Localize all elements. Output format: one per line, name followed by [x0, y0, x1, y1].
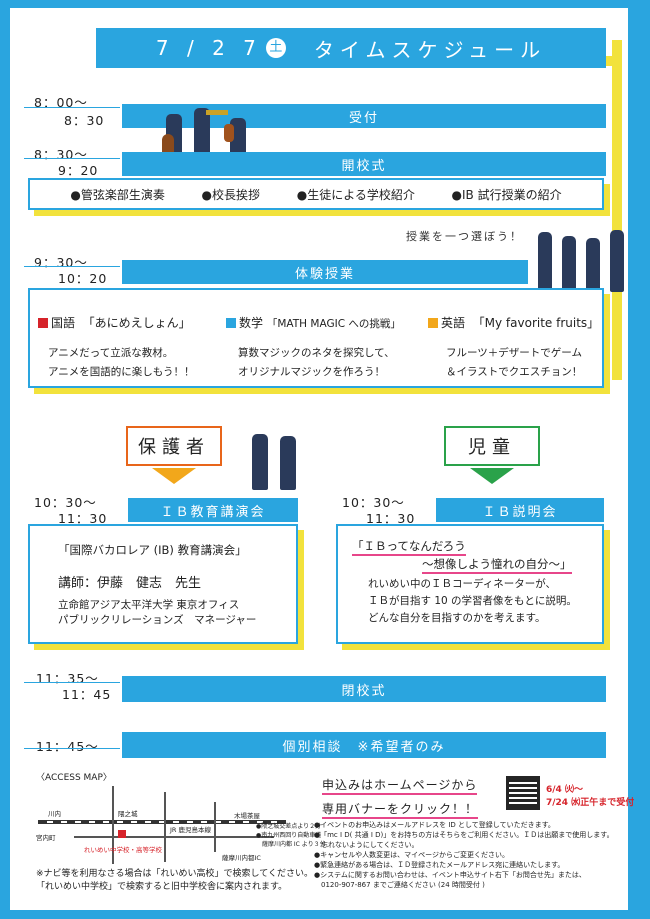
apply-line-2: 専用バナーをクリック！！ — [322, 800, 479, 819]
time-end: 11：45 — [62, 687, 112, 702]
time-end: 8：30 — [64, 113, 105, 128]
time-end: 11：30 — [58, 511, 108, 526]
briefing-title-2: 〜想像しよう憧れの自分〜」 — [422, 556, 572, 574]
class-english: 英語 「My favorite fruits」 — [428, 314, 599, 331]
map-label: 隈之城 — [118, 810, 138, 818]
opening-program-box: ●管弦楽部生演奏 ●校長挨拶 ●生徒による学校紹介 ●IB 試行授業の紹介 — [28, 178, 604, 210]
page-title: タイムスケジュール — [313, 37, 547, 62]
yellow-accent-right — [612, 40, 622, 380]
program-item: ●生徒による学校紹介 — [296, 187, 415, 202]
speaker-affiliation: 立命館アジア太平洋大学 東京オフィスパブリックリレーションズ マネージャー — [58, 599, 257, 626]
map-label: 宮内町 — [36, 834, 56, 842]
time-rule — [24, 158, 120, 159]
time-end: 10：20 — [58, 271, 108, 286]
students-arrow — [470, 468, 514, 484]
time-rule — [24, 682, 120, 683]
map-label: 川内 — [48, 810, 61, 818]
class-desc: フルーツ＋デザートでゲーム＆イラストでクエスチョン！ — [446, 347, 583, 378]
time-end: 9：20 — [58, 163, 99, 178]
event-date: 7 / 2 7 — [155, 36, 262, 60]
lecture-title: 「国際バカロレア (IB) 教育講演会」 — [58, 543, 247, 557]
access-legend: ●隈之城交差点より２分●南九州西回り自動車道 薩摩川内都 IC より３分 — [256, 823, 326, 848]
school-marker — [118, 830, 126, 838]
program-item: ●IB 試行授業の紹介 — [451, 187, 562, 202]
access-map-title: 〈ACCESS MAP〉 — [36, 773, 112, 783]
briefing-title-1: 「ＩＢってなんだろう — [352, 538, 466, 556]
time-end: 11：30 — [366, 511, 416, 526]
title-bar: 7 / 2 7 土 タイムスケジュール — [96, 28, 606, 68]
pick-class-note: 授業を一つ選ぼう！ — [406, 230, 523, 243]
navigation-note: ※ナビ等を利用なさる場合は「れいめい高校」で検索してください。「れいめい中学校」… — [36, 869, 314, 892]
program-item: ●校長挨拶 — [201, 187, 261, 202]
parents-label: 保護者 — [126, 426, 222, 466]
time-start: 11：45〜 — [36, 739, 99, 754]
time-start: 10：30〜 — [34, 495, 97, 510]
map-label: 木場茶屋 — [234, 812, 260, 820]
apply-period-start: 6/4 ㈫〜 — [546, 785, 583, 795]
map-label: JR 鹿児島本線 — [170, 826, 211, 834]
opening-ceremony-bar: 開校式 — [122, 152, 606, 176]
students-label: 児童 — [444, 426, 540, 466]
apply-notes: ●イベントのお申込みはメールアドレスを ID として登録していただきます。 ●「… — [314, 821, 614, 889]
lecture-speaker: 講師：伊藤 健志 先生 — [58, 576, 202, 591]
time-start: 8：00〜 — [34, 95, 88, 110]
time-rule — [24, 107, 120, 108]
day-badge: 土 — [265, 38, 286, 58]
time-rule — [24, 748, 120, 749]
class-japanese: 国語 「あにめえしょん」 — [38, 314, 191, 331]
qr-code-icon[interactable] — [506, 776, 540, 810]
class-desc: 算数マジックのネタを探究して、オリジナルマジックを作ろう！ — [238, 347, 395, 378]
time-rule — [24, 266, 120, 267]
briefing-desc: れいめい中のＩＢコーディネーターが、ＩＢが目指す 10 の学習者像をもとに説明。… — [368, 578, 577, 624]
program-item: ●管弦楽部生演奏 — [70, 187, 165, 202]
ib-lecture-bar: ＩＢ教育講演会 — [128, 498, 298, 522]
class-desc: アニメだって立派な教材。アニメを国語的に楽しもう！！ — [48, 347, 195, 378]
access-map: 川内 隈之城 JR 鹿児島本線 木場茶屋 宮内町 薩摩川内都IC れいめい中学校… — [34, 782, 326, 868]
closing-ceremony-bar: 閉校式 — [122, 676, 606, 702]
ib-briefing-bar: ＩＢ説明会 — [436, 498, 604, 522]
consultation-bar: 個別相談 ※希望者のみ — [122, 732, 606, 758]
trial-class-box: 国語 「あにめえしょん」 数学 「MATH MAGIC への挑戦」 英語 「My… — [28, 288, 604, 388]
school-label: れいめい中学校・高等学校 — [84, 846, 162, 854]
parents-students-image — [246, 430, 306, 492]
apply-period-end: 7/24 ㈬正午まで受付 — [546, 798, 635, 808]
apply-line-1: 申込みはホームページから — [322, 776, 478, 795]
map-label: 薩摩川内都IC — [222, 854, 261, 862]
class-math: 数学 「MATH MAGIC への挑戦」 — [226, 314, 401, 331]
ib-briefing-box: 「ＩＢってなんだろう 〜想像しよう憧れの自分〜」 れいめい中のＩＢコーディネータ… — [336, 524, 604, 644]
ib-lecture-box: 「国際バカロレア (IB) 教育講演会」 講師：伊藤 健志 先生 立命館アジア太… — [28, 524, 298, 644]
trial-class-bar: 体験授業 — [122, 260, 528, 284]
jumping-students-image — [530, 220, 630, 300]
time-start: 10：30〜 — [342, 495, 405, 510]
parents-arrow — [152, 468, 196, 484]
